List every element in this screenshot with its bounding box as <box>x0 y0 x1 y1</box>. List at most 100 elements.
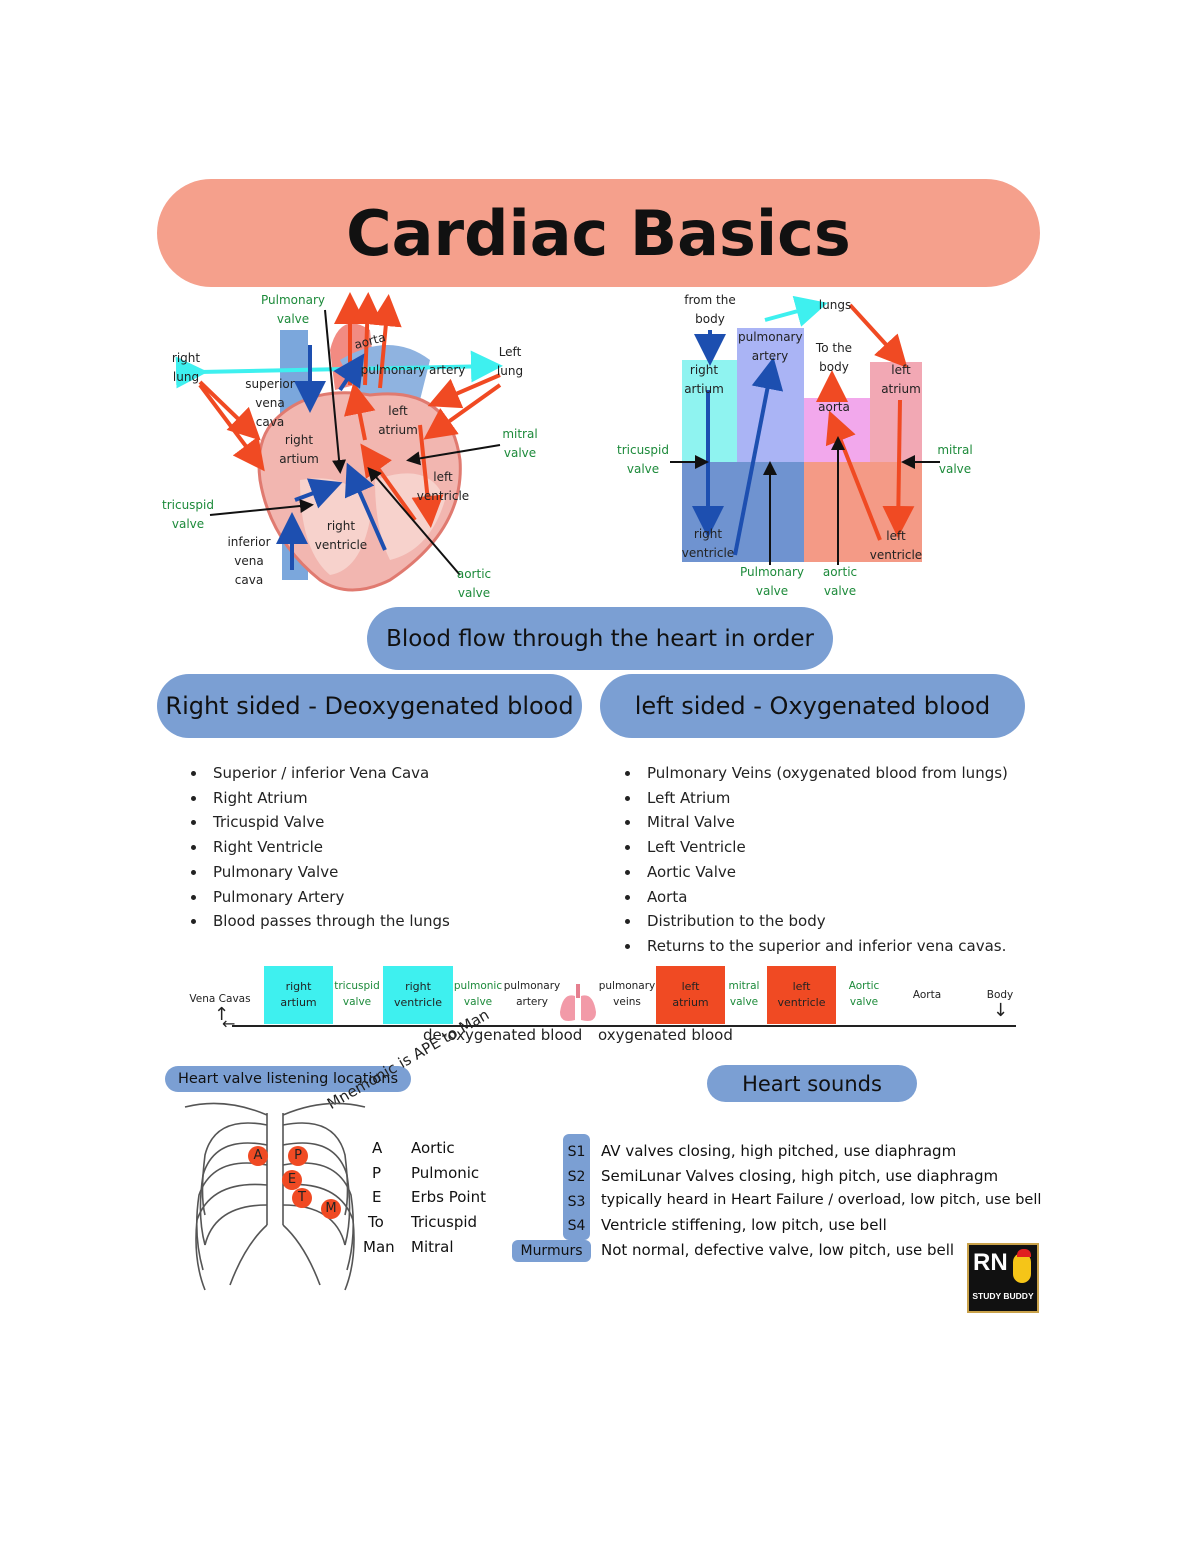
schem-label-pulmonary-artery: pulmonary artery <box>738 330 803 363</box>
ape-word: Tricuspid <box>411 1213 478 1231</box>
label-mitral-valve: mitral valve <box>502 427 538 460</box>
logo-hat-icon <box>1017 1249 1031 1257</box>
sound-row: S3 <box>563 1190 590 1214</box>
schem-label-right-atrium: right artium <box>684 363 724 396</box>
list-item: Aorta <box>641 885 1061 910</box>
list-item: Right Atrium <box>207 786 607 811</box>
sound-code: S4 <box>563 1215 590 1237</box>
sound-row: S2 <box>563 1165 590 1189</box>
sound-text: AV valves closing, high pitched, use dia… <box>601 1142 957 1160</box>
lungs-icon-svg <box>560 984 596 1021</box>
ape-letter: P <box>372 1164 382 1182</box>
sound-text: typically heard in Heart Failure / overl… <box>601 1192 1042 1208</box>
sound-code: Murmurs <box>512 1240 591 1262</box>
flow-pulmonary-veins: pulmonary veins <box>598 980 656 1008</box>
logo-rn-text: RN <box>973 1249 1008 1276</box>
label-right-atrium: right artium <box>279 433 319 466</box>
label-left-lung: Left lung <box>496 345 524 378</box>
left-arrow-icon: ← <box>222 1014 236 1033</box>
flow-aortic-valve: Aortic valve <box>848 980 880 1008</box>
marker-a: A <box>248 1146 268 1166</box>
schem-label-tricuspid-valve: tricuspid valve <box>617 443 669 476</box>
list-item: Returns to the superior and inferior ven… <box>641 934 1061 959</box>
label-left-ventricle: left ventricle <box>416 470 470 503</box>
list-item: Right Ventricle <box>207 835 607 860</box>
schem-label-right-ventricle: right ventricle <box>681 527 735 560</box>
down-arrow-icon: ↓ <box>993 1000 1009 1021</box>
blood-flow-heading-text: Blood flow through the heart in order <box>386 625 814 652</box>
list-item: Mitral Valve <box>641 810 1061 835</box>
sound-code: S3 <box>563 1191 590 1213</box>
schem-label-pulmonary-valve: Pulmonary valve <box>740 565 804 598</box>
page-title: Cardiac Basics <box>346 196 851 270</box>
label-superior-vena-cava: superior vena cava <box>245 377 295 429</box>
marker-e: E <box>282 1170 302 1190</box>
flow-pulmonary-artery: pulmonary artery <box>503 980 561 1008</box>
schem-label-aorta: aorta <box>818 400 850 414</box>
up-arrow-icon: ↑ <box>214 1004 230 1025</box>
list-item: Left Ventricle <box>641 835 1061 860</box>
heart-schematic-diagram <box>610 290 990 605</box>
rib-cage-svg <box>184 1102 366 1291</box>
logo-study-buddy-text: STUDY BUDDY <box>972 1291 1034 1301</box>
list-item: Pulmonary Valve <box>207 860 607 885</box>
sound-code: S1 <box>563 1141 590 1163</box>
list-item: Pulmonary Artery <box>207 885 607 910</box>
flow-vena-cavas: Vena Cavas <box>189 993 251 1005</box>
label-left-atrium: left atrium <box>378 404 418 437</box>
heart-schematic-illustration <box>670 295 940 565</box>
flow-deoxygenated-label: de-oxygenated blood <box>423 1026 583 1044</box>
flow-tricuspid-valve: tricuspid valve <box>334 980 380 1008</box>
list-item: Superior / inferior Vena Cava <box>207 761 607 786</box>
ape-word: Mitral <box>411 1238 454 1256</box>
right-side-heading: Right sided - Deoxygenated blood <box>157 674 582 738</box>
rib-cage-illustration <box>175 1095 375 1300</box>
sound-text: Not normal, defective valve, low pitch, … <box>601 1241 955 1259</box>
marker-t: T <box>292 1188 312 1208</box>
left-side-list: Pulmonary Veins (oxygenated blood from l… <box>619 761 1061 959</box>
list-item: Left Atrium <box>641 786 1061 811</box>
flow-aorta: Aorta <box>912 989 942 1001</box>
ape-letter: To <box>368 1213 384 1231</box>
schem-label-from-body: from the body <box>684 293 736 326</box>
marker-m: M <box>321 1199 341 1219</box>
flow-baseline <box>232 1025 1016 1027</box>
list-item: Distribution to the body <box>641 909 1061 934</box>
heart-sounds-heading: Heart sounds <box>707 1065 917 1102</box>
schem-label-left-atrium: left atrium <box>881 363 921 396</box>
flow-body: Body <box>986 989 1014 1001</box>
schem-label-aortic-valve: aortic valve <box>822 565 858 598</box>
ape-letter: A <box>372 1139 383 1157</box>
schem-label-lungs: lungs <box>818 298 852 312</box>
sound-code: S2 <box>563 1166 590 1188</box>
flow-right-atrium: right artium <box>264 966 333 1024</box>
list-item: Blood passes through the lungs <box>207 909 607 934</box>
logo-mascot-icon <box>1013 1253 1031 1283</box>
right-side-heading-text: Right sided - Deoxygenated blood <box>165 692 574 720</box>
label-right-lung: right lung <box>171 351 201 384</box>
schem-label-left-ventricle: left ventricle <box>869 529 923 562</box>
schem-label-to-body: To the body <box>815 341 853 374</box>
sound-row: S4 <box>563 1214 590 1238</box>
flow-oxygenated-label: oxygenated blood <box>598 1026 733 1044</box>
list-item: Pulmonary Veins (oxygenated blood from l… <box>641 761 1061 786</box>
listening-heading: Heart valve listening locations <box>165 1066 411 1092</box>
ape-letter: Man <box>363 1238 395 1256</box>
lungs-icon <box>557 982 599 1030</box>
label-pulmonary-valve: Pulmonary valve <box>261 293 325 326</box>
rn-study-buddy-logo: RN STUDY BUDDY <box>967 1243 1039 1313</box>
sound-row: S1 <box>563 1140 590 1164</box>
label-pulmonary-artery: pulmonary artery <box>360 363 466 377</box>
flow-left-ventricle: left ventricle <box>767 966 836 1024</box>
right-side-list: Superior / inferior Vena Cava Right Atri… <box>185 761 607 934</box>
left-side-heading-text: left sided - Oxygenated blood <box>634 692 991 720</box>
flow-mitral-valve: mitral valve <box>728 980 760 1008</box>
list-item: Aortic Valve <box>641 860 1061 885</box>
label-right-ventricle: right ventricle <box>314 519 368 552</box>
sound-row: Murmurs <box>512 1239 591 1263</box>
schem-label-mitral-valve: mitral valve <box>937 443 973 476</box>
label-tricuspid-valve: tricuspid valve <box>162 498 214 531</box>
sound-text: SemiLunar Valves closing, high pitch, us… <box>601 1167 999 1185</box>
left-side-heading: left sided - Oxygenated blood <box>600 674 1025 738</box>
heart-anatomy-diagram <box>160 290 550 605</box>
